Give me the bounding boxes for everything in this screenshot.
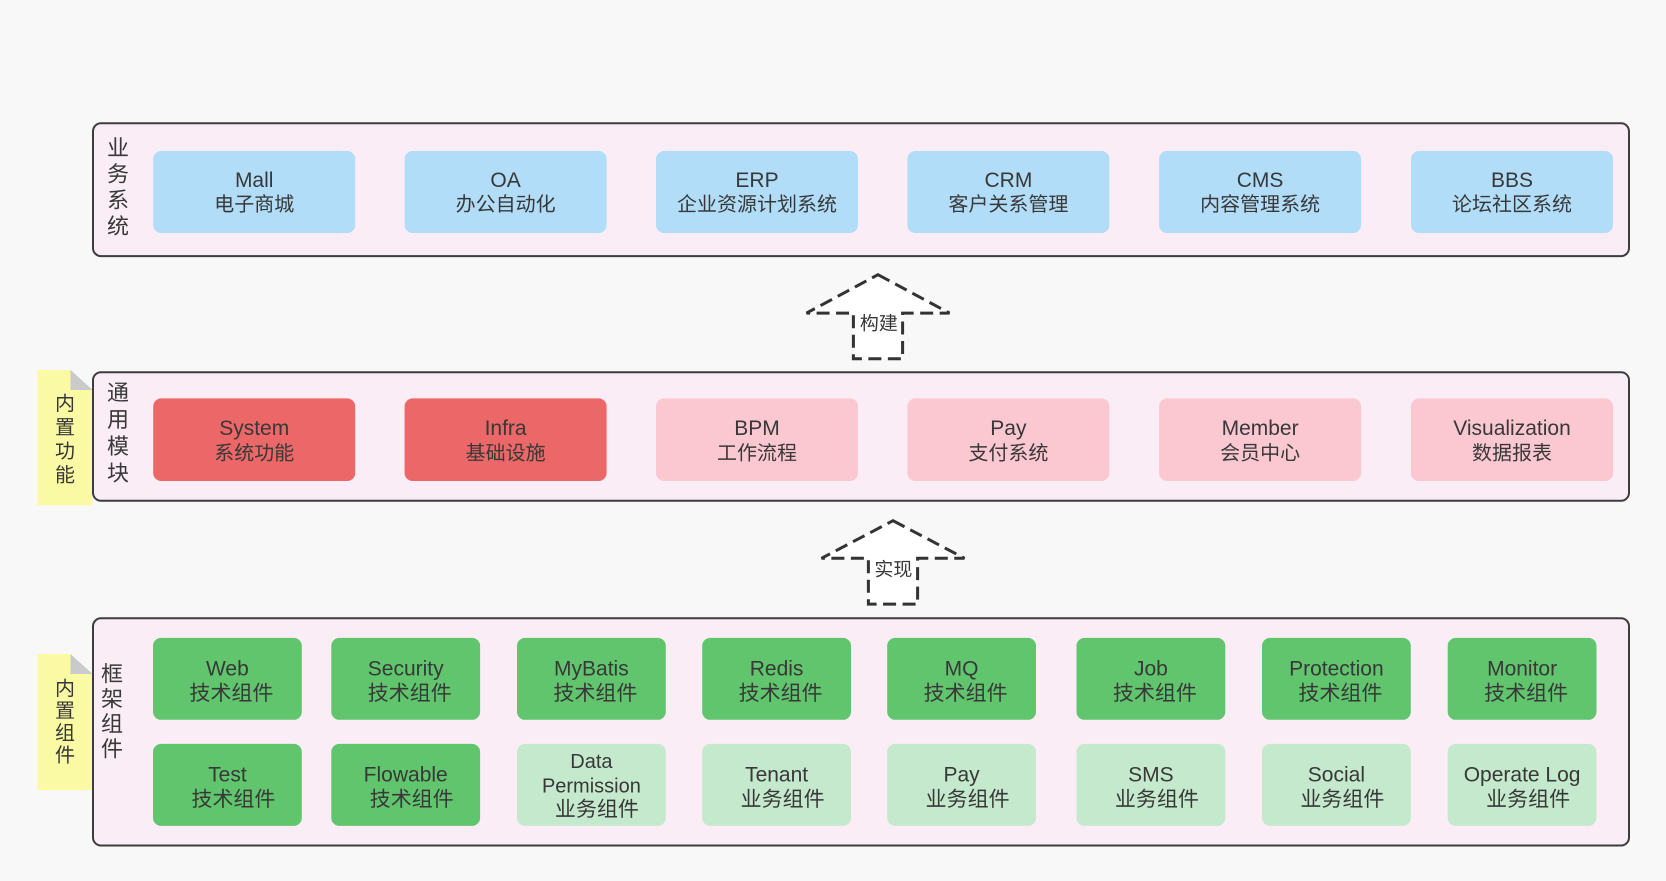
svg-text:Flowable: Flowable — [364, 763, 448, 786]
svg-text:Protection: Protection — [1289, 658, 1384, 681]
svg-text:Infra: Infra — [485, 417, 527, 440]
svg-text:Monitor: Monitor — [1487, 658, 1557, 681]
svg-text:CMS: CMS — [1237, 169, 1284, 192]
svg-text:Pay: Pay — [990, 417, 1027, 440]
svg-text:Test: Test — [208, 763, 247, 786]
svg-text:ERP: ERP — [735, 169, 778, 192]
svg-text:Redis: Redis — [750, 658, 804, 681]
svg-text:MQ: MQ — [945, 658, 979, 681]
svg-text:Permission: Permission — [542, 776, 641, 798]
svg-text:Member: Member — [1222, 417, 1299, 440]
svg-text:Web: Web — [206, 658, 249, 681]
svg-text:Mall: Mall — [235, 169, 274, 192]
svg-text:Security: Security — [368, 658, 444, 681]
svg-text:Visualization: Visualization — [1453, 417, 1571, 440]
svg-text:BBS: BBS — [1491, 169, 1533, 192]
svg-text:Operate Log: Operate Log — [1464, 763, 1581, 786]
svg-text:CRM: CRM — [984, 169, 1032, 192]
svg-text:Tenant: Tenant — [745, 763, 808, 786]
svg-text:Social: Social — [1308, 763, 1365, 786]
svg-text:Data: Data — [570, 751, 613, 773]
svg-text:System: System — [219, 417, 289, 440]
svg-text:OA: OA — [490, 169, 520, 192]
svg-text:MyBatis: MyBatis — [554, 658, 629, 681]
svg-text:SMS: SMS — [1128, 763, 1174, 786]
svg-text:BPM: BPM — [734, 417, 780, 440]
svg-text:Job: Job — [1134, 658, 1168, 681]
svg-text:Pay: Pay — [944, 763, 981, 786]
